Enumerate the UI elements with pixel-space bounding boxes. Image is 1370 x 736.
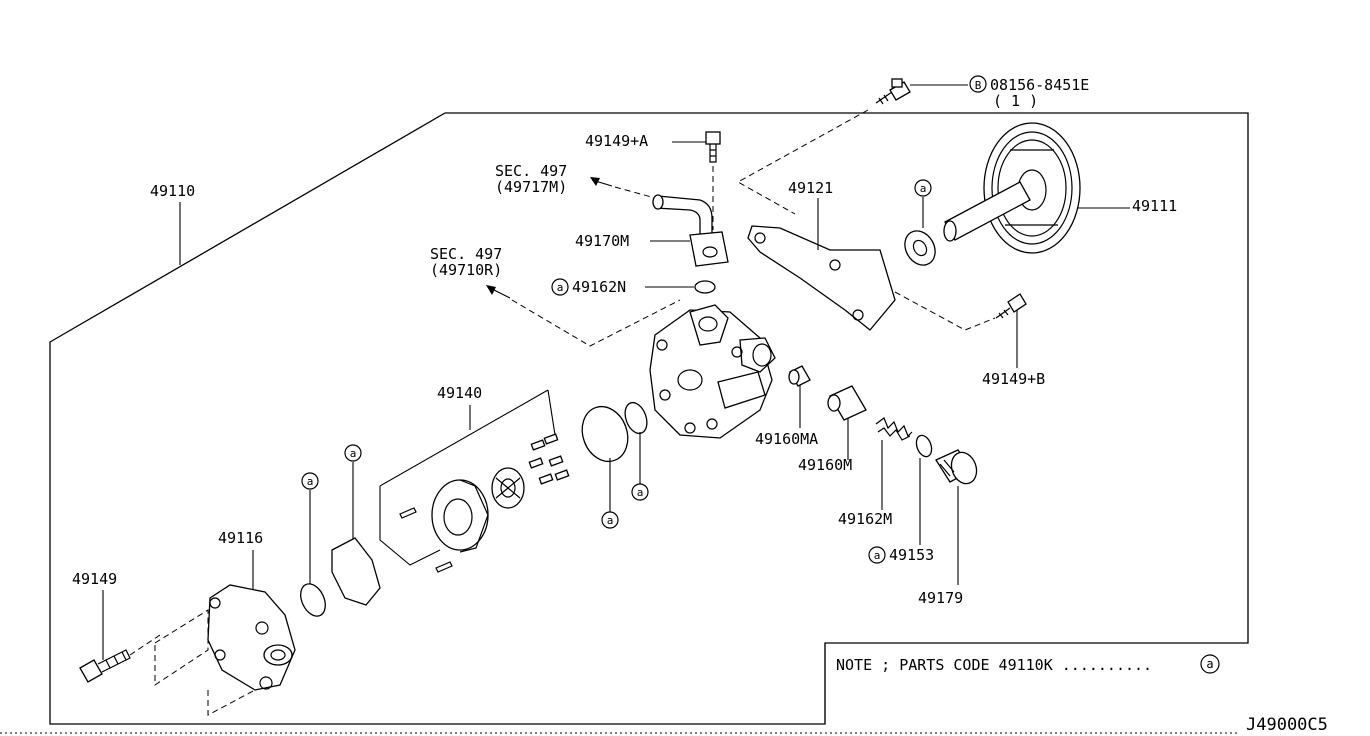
callout-49149a[interactable]: 49149+A xyxy=(585,132,648,150)
bolt-49149b[interactable] xyxy=(995,293,1027,319)
callout-49153[interactable]: 49153 xyxy=(889,546,934,564)
spool-49160m[interactable] xyxy=(827,385,867,421)
kit-symbol-gasket-text: a xyxy=(350,447,357,460)
bolt-49149[interactable] xyxy=(79,649,131,683)
pump-body[interactable] xyxy=(649,304,776,439)
bolt-08156-8451e[interactable] xyxy=(875,78,911,105)
kit-symbol-snap-ring-text: a xyxy=(307,475,314,488)
kit-symbol-gasket xyxy=(344,444,362,462)
oring-49162n[interactable] xyxy=(694,280,716,294)
assembly-frame xyxy=(49,112,1249,725)
bracket-49121[interactable] xyxy=(747,225,896,331)
callout-49179[interactable]: 49179 xyxy=(918,589,963,607)
kit-symbol-49153-text: a xyxy=(874,549,881,562)
pulley-49111[interactable] xyxy=(943,122,1081,254)
kit-symbol-49162n xyxy=(551,278,569,296)
cover-49116[interactable] xyxy=(207,584,296,691)
valve-49160ma[interactable] xyxy=(788,365,811,387)
kit-symbol-washer xyxy=(914,179,932,197)
dash-bracket-bolt xyxy=(894,291,996,331)
callout-49140[interactable]: 49140 xyxy=(437,384,482,402)
vanes[interactable] xyxy=(528,433,570,485)
plug-49179[interactable] xyxy=(935,449,981,487)
kit-symbol-49162n-text: a xyxy=(557,281,564,294)
dash-cover-ghost xyxy=(154,609,209,686)
rotor[interactable] xyxy=(491,467,525,509)
kit-symbol-oring-small xyxy=(631,483,649,501)
snap-ring[interactable] xyxy=(296,580,330,620)
drawing-code: J49000C5 xyxy=(1246,715,1328,735)
dash-cover-ghost-2 xyxy=(207,689,256,716)
sec-497-ref-2[interactable]: SEC. 497 xyxy=(430,245,502,263)
oring-small[interactable] xyxy=(621,400,651,437)
note-kit-symbol-text: a xyxy=(1206,657,1213,671)
callout-bolt-qty: ( 1 ) xyxy=(993,92,1038,110)
callout-08156-8451e[interactable]: 08156-8451E xyxy=(990,76,1089,94)
callout-49149b[interactable]: 49149+B xyxy=(982,370,1045,388)
oring-49153[interactable] xyxy=(914,433,935,458)
dash-bolt-cover xyxy=(129,634,161,656)
cam-ring[interactable] xyxy=(431,479,489,553)
callout-49170m[interactable]: 49170M xyxy=(575,232,629,250)
callout-49162n[interactable]: 49162N xyxy=(572,278,626,296)
callout-49162m[interactable]: 49162M xyxy=(838,510,892,528)
spring-49162m[interactable] xyxy=(875,417,913,441)
callout-49121[interactable]: 49121 xyxy=(788,179,833,197)
kit-symbol-oring-large-text: a xyxy=(607,514,614,527)
sec-497-ref-1-code[interactable]: (49717M) xyxy=(495,178,567,196)
dash-bolt-bracket xyxy=(736,109,869,215)
note-kit-symbol xyxy=(1200,654,1220,674)
b-circle-symbol xyxy=(969,75,987,93)
callout-49160ma[interactable]: 49160MA xyxy=(755,430,818,448)
pin-lower[interactable] xyxy=(435,561,453,573)
kit-49140-bracket xyxy=(379,389,556,566)
callout-49160m[interactable]: 49160M xyxy=(798,456,852,474)
kit-symbol-snap-ring xyxy=(301,472,319,490)
callout-49149[interactable]: 49149 xyxy=(72,570,117,588)
kit-symbol-oring-small-text: a xyxy=(637,486,644,499)
kit-symbol-oring-large xyxy=(601,511,619,529)
pipe-49170m[interactable] xyxy=(652,194,729,267)
pin-upper[interactable] xyxy=(399,507,417,519)
callout-49116[interactable]: 49116 xyxy=(218,529,263,547)
note-parts-code: NOTE ; PARTS CODE 49110K .......... xyxy=(836,656,1152,674)
arrow-sec2-head xyxy=(486,285,496,295)
kit-symbol-49153 xyxy=(868,546,886,564)
callout-49111[interactable]: 49111 xyxy=(1132,197,1177,215)
arrow-sec1-head xyxy=(590,177,600,186)
dash-sec2 xyxy=(511,299,681,347)
bolt-49149a[interactable] xyxy=(705,131,721,163)
kit-symbol-washer-text: a xyxy=(920,182,927,195)
oring-large[interactable] xyxy=(575,400,635,468)
callout-49110[interactable]: 49110 xyxy=(150,182,195,200)
sec-497-ref-1[interactable]: SEC. 497 xyxy=(495,162,567,180)
b-symbol: B xyxy=(975,79,982,92)
gasket[interactable] xyxy=(331,537,381,606)
dash-sec1 xyxy=(614,186,656,199)
sec-497-ref-2-code[interactable]: (49710R) xyxy=(430,261,502,279)
washer-pulley[interactable] xyxy=(899,225,941,270)
